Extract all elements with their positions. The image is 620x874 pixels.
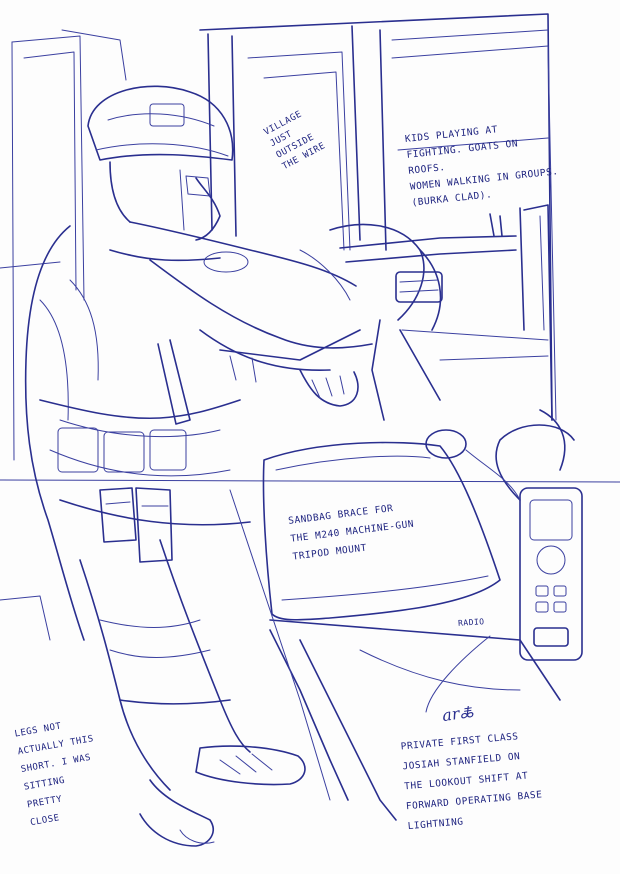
window-frame	[199, 13, 557, 421]
floor-ledge	[229, 489, 561, 821]
note-radio-label: Radio	[457, 617, 485, 628]
page-fold-line	[0, 479, 620, 483]
note-private-first-class: Private First Class Josiah Stanfield on …	[400, 731, 543, 833]
tactical-gear	[39, 399, 251, 563]
left-wall	[0, 29, 127, 641]
soldier-helmet	[87, 85, 234, 241]
cord-line	[425, 635, 491, 713]
soldier-torso	[24, 221, 357, 641]
field-radio	[425, 409, 583, 661]
artist-signature: ar🜏	[440, 701, 475, 726]
soldier-arms	[149, 223, 425, 407]
soldier-legs	[79, 539, 306, 847]
machine-gun	[157, 213, 517, 425]
sandbag	[262, 441, 501, 621]
note-kids-playing: Kids playing at fighting. Goats on roofs…	[404, 124, 560, 209]
